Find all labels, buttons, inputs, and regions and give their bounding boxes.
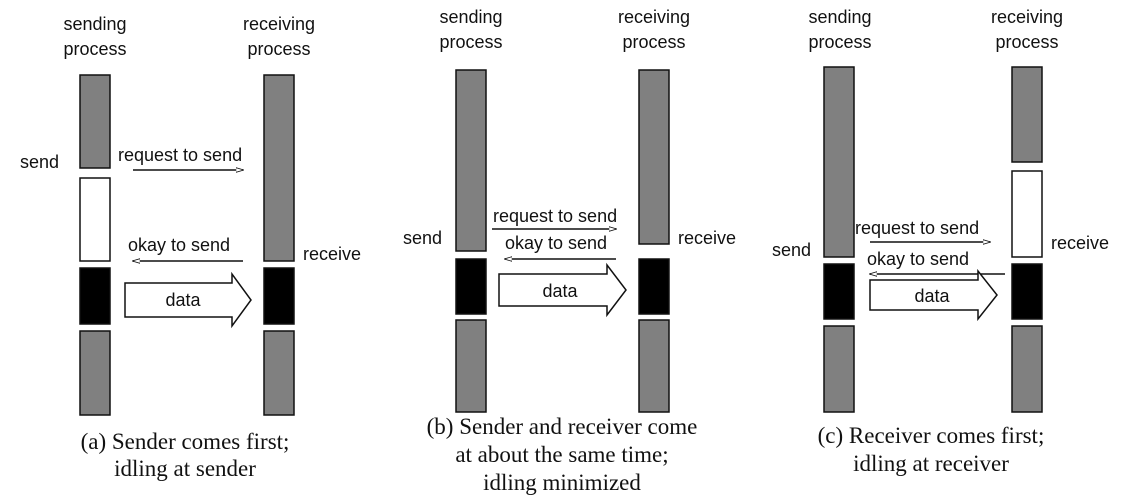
caption-line2: idling at receiver <box>853 451 1009 476</box>
receiver-idle-bar <box>1011 170 1043 258</box>
caption-line1: (c) Receiver comes first; <box>818 423 1045 448</box>
panel-b: sending process receiving process send r… <box>403 7 736 495</box>
receiver-transfer-bar <box>263 267 295 325</box>
sender-compute-bar-after <box>79 330 111 416</box>
sender-title-line1: sending <box>808 7 871 27</box>
sender-compute-bar-after <box>455 319 487 413</box>
receiver-compute-bar <box>638 69 670 245</box>
sender-title-line2: process <box>63 39 126 59</box>
receive-label: receive <box>1051 233 1109 253</box>
caption-line3: idling minimized <box>483 470 641 495</box>
request-to-send-label: request to send <box>855 218 979 238</box>
receiver-compute-bar <box>263 74 295 262</box>
sender-compute-bar <box>79 74 111 169</box>
okay-to-send-label: okay to send <box>867 249 969 269</box>
okay-to-send-label: okay to send <box>128 235 230 255</box>
receiver-title-line1: receiving <box>618 7 690 27</box>
data-label: data <box>165 290 201 310</box>
sender-transfer-bar <box>455 258 487 315</box>
sender-title-line2: process <box>808 32 871 52</box>
okay-to-send-label: okay to send <box>505 233 607 253</box>
receiver-title-line2: process <box>995 32 1058 52</box>
caption-line2: idling at sender <box>114 456 256 481</box>
data-transfer-arrow <box>498 262 627 318</box>
caption-line2: at about the same time; <box>455 442 668 467</box>
data-transfer-arrow <box>869 268 998 322</box>
receive-label: receive <box>303 244 361 264</box>
sender-title-line1: sending <box>439 7 502 27</box>
data-label: data <box>914 286 950 306</box>
send-label: send <box>403 228 442 248</box>
receiver-compute-bar-after <box>263 330 295 416</box>
sender-title-line2: process <box>439 32 502 52</box>
receiver-transfer-bar <box>638 258 670 315</box>
send-label: send <box>772 240 811 260</box>
data-label: data <box>542 281 578 301</box>
receiver-title-line1: receiving <box>243 14 315 34</box>
request-to-send-label: request to send <box>118 145 242 165</box>
sender-idle-bar <box>79 177 111 262</box>
receiver-transfer-bar <box>1011 263 1043 320</box>
panel-c: sending process receiving process send r… <box>772 7 1109 476</box>
caption-line1: (b) Sender and receiver come <box>427 414 698 439</box>
receiver-title-line1: receiving <box>991 7 1063 27</box>
sender-compute-bar <box>823 66 855 258</box>
receiver-title-line2: process <box>622 32 685 52</box>
sender-transfer-bar <box>823 263 855 320</box>
data-transfer-arrow <box>124 271 252 329</box>
receive-label: receive <box>678 228 736 248</box>
sender-transfer-bar <box>79 267 111 325</box>
send-label: send <box>20 152 59 172</box>
caption-line1: (a) Sender comes first; <box>81 429 290 454</box>
panel-a: sending process receiving process send r… <box>20 14 361 481</box>
receiver-compute-bar-after <box>1011 325 1043 413</box>
receiver-compute-bar <box>1011 66 1043 163</box>
receiver-title-line2: process <box>247 39 310 59</box>
sender-compute-bar <box>455 69 487 252</box>
sender-title-line1: sending <box>63 14 126 34</box>
receiver-compute-bar-after <box>638 319 670 413</box>
request-to-send-label: request to send <box>493 206 617 226</box>
sender-compute-bar-after <box>823 325 855 413</box>
